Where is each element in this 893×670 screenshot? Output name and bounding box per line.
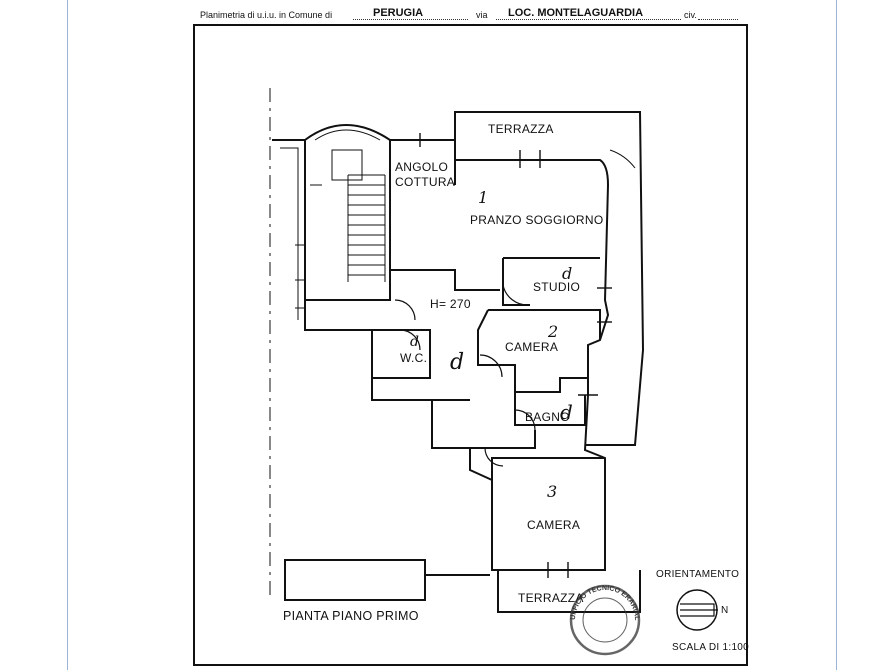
- page-left-edge: [67, 0, 68, 670]
- label-terrazza-bottom: TERRAZZA: [518, 591, 584, 605]
- orientation-label: ORIENTAMENTO: [656, 569, 740, 580]
- header-prefix: Planimetria di u.i.u. in Comune di: [200, 10, 333, 20]
- hand-number-2: 2: [548, 322, 559, 341]
- hand-number-1: 1: [478, 188, 489, 207]
- header-comune-dots: [353, 10, 468, 20]
- header-civ-label: civ.: [684, 10, 697, 20]
- label-studio: STUDIO: [533, 280, 581, 294]
- label-wc: W.C.: [400, 351, 428, 365]
- label-cottura: COTTURA: [395, 175, 456, 189]
- label-bagno: BAGNO: [525, 410, 570, 424]
- label-camera-2: CAMERA: [505, 340, 559, 354]
- hand-mark-d-studio: d: [562, 264, 573, 283]
- label-pranzo-soggiorno: PRANZO SOGGIORNO: [470, 213, 604, 227]
- stamp-text: UFFICIO TECNICO ERARIALE PERUGIA: [0, 0, 640, 621]
- label-angolo: ANGOLO: [395, 160, 449, 174]
- header-via: LOC. MONTELAGUARDIA: [508, 7, 644, 19]
- header-civ-dots: [698, 10, 738, 20]
- hand-mark-d-corridor: d: [450, 350, 465, 375]
- north-label: N: [721, 605, 729, 616]
- hand-mark-d-bagno: d: [560, 400, 574, 424]
- header-via-dots: [496, 10, 681, 20]
- scale-label: SCALA DI 1:100: [672, 642, 750, 653]
- plan-header: Planimetria di u.i.u. in Comune di PERUG…: [198, 6, 743, 22]
- hand-mark-d-wc: d: [410, 334, 420, 350]
- plan-sheet: [193, 24, 748, 666]
- header-comune: PERUGIA: [373, 7, 424, 19]
- svg-text:UFFICIO TECNICO ERARIALE PERUG: UFFICIO TECNICO ERARIALE PERUGIA: [0, 0, 640, 621]
- header-via-label: via: [476, 10, 488, 20]
- official-stamp: [569, 584, 641, 656]
- label-height: H= 270: [430, 297, 471, 311]
- page-right-edge: [836, 0, 837, 670]
- floor-label: PIANTA PIANO PRIMO: [283, 609, 419, 623]
- hand-number-3: 3: [547, 482, 558, 501]
- label-camera-3: CAMERA: [527, 518, 581, 532]
- label-terrazza-top: TERRAZZA: [488, 122, 554, 136]
